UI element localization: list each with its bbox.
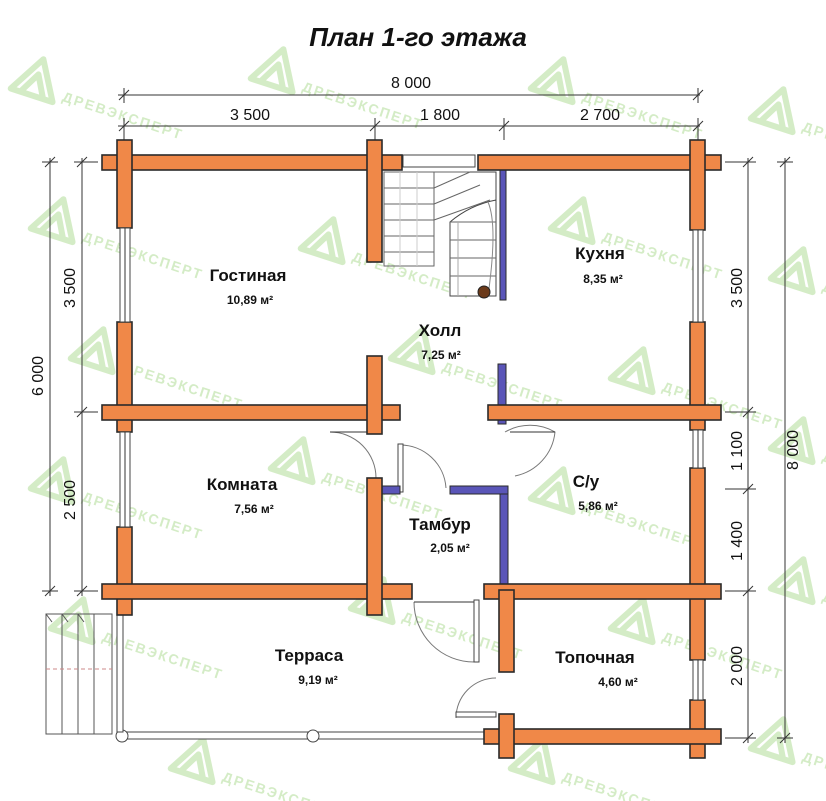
svg-text:ДРЕВЭКСПЕРТ: ДРЕВЭКСПЕРТ: [560, 768, 685, 801]
dim-left-segment: 3 500: [62, 268, 79, 308]
room-name-komnata: Комната: [207, 475, 278, 494]
room-name-tambur: Тамбур: [409, 515, 471, 534]
watermark-logo: ДРЕВЭКСПЕРТ: [747, 86, 826, 173]
log-walls: [101, 139, 722, 759]
windows: [119, 227, 704, 701]
room-name-kukhnya: Кухня: [575, 244, 625, 263]
room-name-gostinaya: Гостиная: [210, 266, 287, 285]
svg-text:ДРЕВЭКСПЕРТ: ДРЕВЭКСПЕРТ: [80, 488, 205, 542]
room-area-su: 5,86 м²: [578, 499, 618, 513]
room-area-topochnaya: 4,60 м²: [598, 675, 638, 689]
staircase: [383, 154, 497, 299]
svg-text:ДРЕВЭКСПЕРТ: ДРЕВЭКСПЕРТ: [820, 278, 826, 332]
watermark-logo: ДРЕВЭКСПЕРТ: [167, 736, 346, 801]
room-area-holl: 7,25 м²: [421, 348, 461, 362]
svg-text:ДРЕВЭКСПЕРТ: ДРЕВЭКСПЕРТ: [660, 628, 785, 682]
room-area-terrasa: 9,19 м²: [298, 673, 338, 687]
room-name-su: С/у: [573, 472, 600, 491]
terrace-stairs: [45, 613, 113, 735]
svg-text:ДРЕВЭКСПЕРТ: ДРЕВЭКСПЕРТ: [80, 228, 205, 282]
watermark-logo: ДРЕВЭКСПЕРТ: [527, 56, 706, 143]
watermark-logo: ДРЕВЭКСПЕРТ: [747, 716, 826, 801]
room-area-gostinaya: 10,89 м²: [227, 293, 273, 307]
svg-text:ДРЕВЭКСПЕРТ: ДРЕВЭКСПЕРТ: [820, 588, 826, 642]
dim-left-segment: 2 500: [62, 480, 79, 520]
dim-right-segment: 3 500: [729, 268, 746, 308]
dim-right-total: 8 000: [785, 430, 802, 470]
dim-left-total: 6 000: [30, 356, 47, 396]
watermark-logo: ДРЕВЭКСПЕРТ: [267, 436, 446, 523]
watermark-logo: ДРЕВЭКСПЕРТ: [767, 246, 826, 333]
room-area-kukhnya: 8,35 м²: [583, 272, 623, 286]
watermark-logo: ДРЕВЭКСПЕРТ: [67, 326, 246, 413]
plan-title: План 1-го этажа: [309, 22, 527, 52]
svg-text:ДРЕВЭКСПЕРТ: ДРЕВЭКСПЕРТ: [800, 118, 826, 172]
room-name-topochnaya: Топочная: [555, 648, 634, 667]
dim-top-segment: 2 700: [580, 107, 620, 124]
dim-right-segment: 1 100: [729, 431, 746, 471]
svg-text:ДРЕВЭКСПЕРТ: ДРЕВЭКСПЕРТ: [800, 748, 826, 801]
watermark-logo: ДРЕВЭКСПЕРТ: [527, 466, 706, 553]
dim-right-segment: 2 000: [729, 646, 746, 686]
dim-top-segment: 1 800: [420, 107, 460, 124]
watermark-logo: ДРЕВЭКСПЕРТ: [767, 556, 826, 643]
svg-text:ДРЕВЭКСПЕРТ: ДРЕВЭКСПЕРТ: [220, 768, 345, 801]
door-swings: [329, 424, 556, 719]
svg-text:ДРЕВЭКСПЕРТ: ДРЕВЭКСПЕРТ: [820, 448, 826, 502]
room-area-komnata: 7,56 м²: [234, 502, 274, 516]
dim-top-segment: 3 500: [230, 107, 270, 124]
watermark-logo: ДРЕВЭКСПЕРТ: [7, 56, 186, 143]
room-name-holl: Холл: [419, 321, 462, 340]
room-area-tambur: 2,05 м²: [430, 541, 470, 555]
dim-top-total: 8 000: [391, 75, 431, 92]
dim-right-segment: 1 400: [729, 521, 746, 561]
dimension-lines: [42, 88, 793, 744]
room-name-terrasa: Терраса: [275, 646, 344, 665]
